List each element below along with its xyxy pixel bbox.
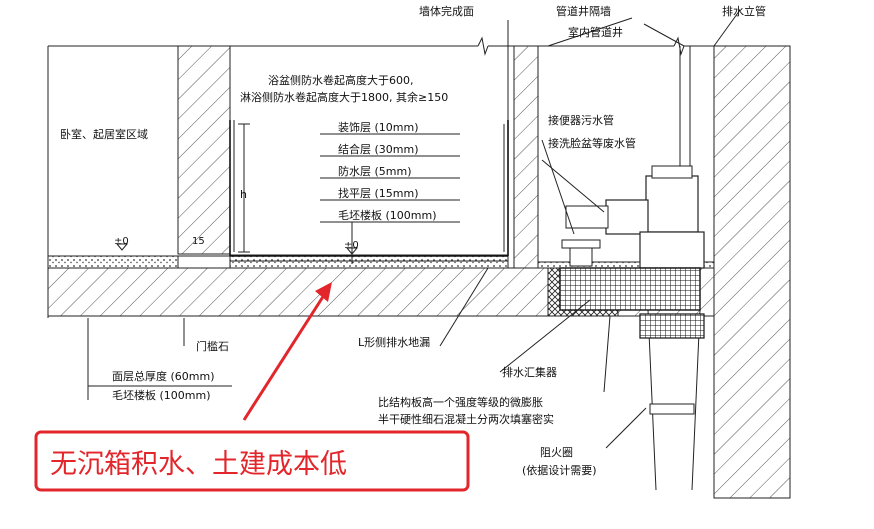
label-layer-waterproof: 防水层 (5mm) [338, 164, 412, 178]
label-bedroom-area: 卧室、起居室区域 [60, 127, 148, 141]
label-wall-finish: 墙体完成面 [419, 4, 474, 18]
label-drain-riser: 排水立管 [722, 4, 766, 18]
bathroom-right-wall [507, 45, 539, 269]
structural-wall [713, 45, 791, 499]
l-shaped-floor-drain [561, 239, 601, 267]
label-shaft-wall: 管道井隔墙 [556, 4, 611, 18]
label-indoor-shaft: 室内管道井 [568, 25, 623, 39]
label-layer-level: 找平层 (15mm) [338, 186, 419, 200]
label-slab-thickness: 毛坯楼板 (100mm) [112, 388, 211, 402]
label-threshold-stone: 门槛石 [196, 339, 229, 353]
height-mark: h [240, 188, 247, 201]
callout-text: 无沉箱积水、土建成本低 [50, 449, 347, 480]
height-dimension [238, 123, 250, 253]
level-marks [115, 243, 359, 255]
label-waterproof-note-1: 浴盆侧防水卷起高度大于600, [268, 73, 414, 87]
label-toilet-pipe: 接便器污水管 [548, 113, 614, 127]
label-layer-bond: 结合层 (30mm) [338, 142, 419, 156]
label-concrete-note-2: 半干硬性细石混凝土分两次填塞密实 [378, 412, 554, 426]
label-level-left: ±0 [114, 236, 129, 247]
label-level-mid: ±0 [344, 240, 359, 251]
leader-lines [87, 9, 741, 449]
label-l-drain: L形侧排水地漏 [358, 335, 430, 349]
label-threshold-dim: 15 [192, 236, 205, 247]
top-boundary [48, 36, 790, 56]
waterproof-upturn [229, 120, 509, 256]
lower-drain-pipe [639, 309, 705, 491]
label-collector: 排水汇集器 [502, 365, 557, 379]
label-waterproof-note-2: 淋浴侧防水卷起高度大于1800, 其余≥150 [240, 90, 448, 104]
label-basin-pipe: 接洗脸盆等废水管 [548, 136, 636, 150]
shaft-pipes [565, 46, 705, 269]
left-partition-wall [177, 45, 231, 255]
drain-collector [559, 267, 701, 311]
floor-finish-layers [47, 254, 715, 269]
label-concrete-note-1: 比结构板高一个强度等级的微膨胀 [378, 395, 543, 409]
callout-box [34, 430, 470, 492]
label-layer-slab: 毛坯楼板 (100mm) [338, 208, 437, 222]
label-total-thickness: 面层总厚度 (60mm) [112, 369, 215, 383]
red-arrow [242, 282, 332, 421]
label-layer-finish: 装饰层 (10mm) [338, 120, 419, 134]
label-fire-ring: 阻火圈 [540, 446, 573, 459]
label-fire-ring-note: (依据设计需要) [522, 463, 597, 477]
